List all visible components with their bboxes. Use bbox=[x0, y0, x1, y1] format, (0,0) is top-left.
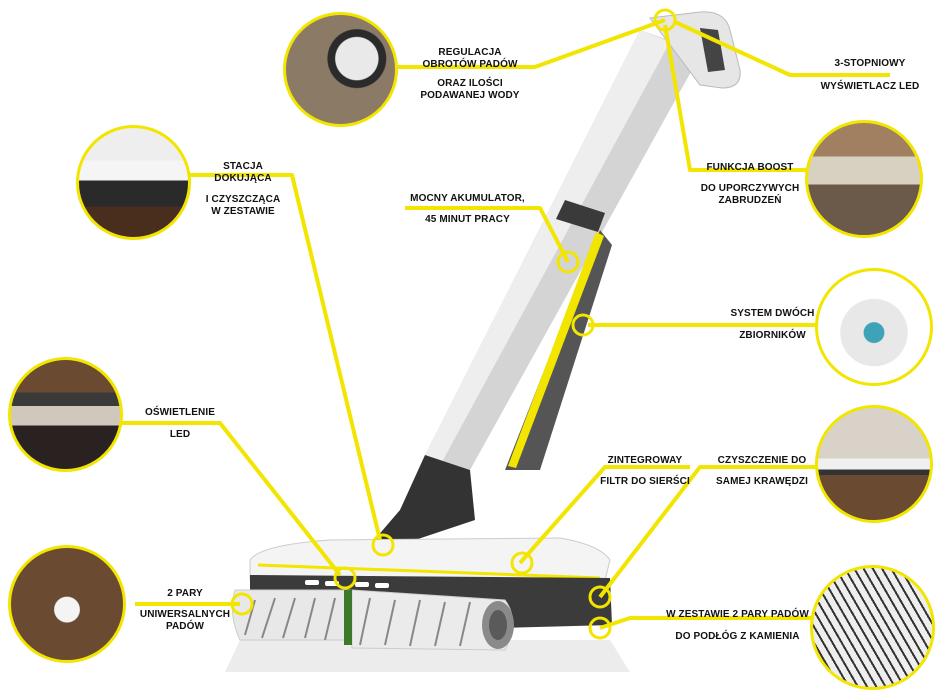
handle-photo bbox=[283, 12, 398, 127]
label-line: LED bbox=[169, 429, 191, 440]
label-line: REGULACJA bbox=[438, 47, 502, 58]
label-line: PODAWANEJ WODY bbox=[420, 90, 520, 101]
floor-photo bbox=[8, 545, 126, 663]
label-line: UNIWERSALNYCH bbox=[139, 609, 231, 620]
label-line: FILTR DO SIERŚCI bbox=[600, 476, 690, 487]
vacuum-illustration bbox=[231, 11, 741, 651]
callout-led-display: 3-STOPNIOWY WYŚWIETLACZ LED bbox=[810, 58, 930, 93]
label-line: SAMEJ KRAWĘDZI bbox=[716, 476, 808, 487]
callout-hair-filter: ZINTEGROWAY FILTR DO SIERŚCI bbox=[595, 455, 695, 488]
label-line: PADÓW bbox=[165, 621, 205, 632]
callout-battery: MOCNY AKUMULATOR, 45 MINUT PRACY bbox=[405, 193, 530, 226]
label-line: SYSTEM DWÓCH bbox=[730, 308, 815, 319]
pads-photo bbox=[810, 565, 935, 690]
label-line: STACJA bbox=[223, 161, 263, 172]
label-line: ZABRUDZEŃ bbox=[718, 195, 782, 206]
led-photo bbox=[8, 357, 123, 472]
label-line: OBROTÓW PADÓW bbox=[422, 59, 518, 70]
label-line: W ZESTAWIE 2 PARY PADÓW bbox=[666, 609, 809, 620]
label-line: OŚWIETLENIE bbox=[145, 407, 215, 418]
tanks-photo bbox=[815, 268, 933, 386]
label-line: 3-STOPNIOWY bbox=[834, 58, 906, 69]
callout-two-tanks: SYSTEM DWÓCH ZBIORNIKÓW bbox=[725, 308, 820, 342]
callout-led-light: OŚWIETLENIE LED bbox=[135, 407, 225, 441]
label-line: 2 PARY bbox=[167, 588, 203, 599]
callout-speed-control: REGULACJA OBROTÓW PADÓW ORAZ ILOŚCI PODA… bbox=[405, 47, 535, 102]
callout-universal-pads: 2 PARY UNIWERSALNYCH PADÓW bbox=[135, 588, 235, 633]
label-line: DO PODŁÓG Z KAMIENIA bbox=[675, 631, 800, 642]
label-line: ZBIORNIKÓW bbox=[739, 330, 806, 341]
callout-boost: FUNKCJA BOOST DO UPORCZYWYCH ZABRUDZEŃ bbox=[695, 162, 805, 207]
callout-docking-station: STACJA DOKUJĄCA I CZYSZCZĄCA W ZESTAWIE bbox=[198, 161, 288, 218]
boost-photo bbox=[805, 120, 923, 238]
label-line: FUNKCJA BOOST bbox=[706, 162, 794, 173]
label-line: MOCNY AKUMULATOR, bbox=[410, 193, 525, 204]
label-line: W ZESTAWIE bbox=[211, 206, 275, 217]
label-line: ORAZ ILOŚCI bbox=[437, 78, 503, 89]
label-line: DO UPORCZYWYCH bbox=[700, 183, 800, 194]
label-line: I CZYSZCZĄCA bbox=[205, 194, 281, 205]
edge-photo bbox=[815, 405, 933, 523]
label-line: CZYSZCZENIE DO bbox=[717, 455, 807, 466]
label-line: WYŚWIETLACZ LED bbox=[820, 81, 920, 92]
label-line: 45 MINUT PRACY bbox=[425, 214, 510, 225]
docking-photo bbox=[76, 125, 191, 240]
label-line: ZINTEGROWAY bbox=[607, 455, 683, 466]
callout-edge-cleaning: CZYSZCZENIE DO SAMEJ KRAWĘDZI bbox=[712, 455, 812, 488]
label-line: DOKUJĄCA bbox=[214, 173, 272, 184]
callout-stone-pads: W ZESTAWIE 2 PARY PADÓW DO PODŁÓG Z KAMI… bbox=[660, 609, 815, 643]
